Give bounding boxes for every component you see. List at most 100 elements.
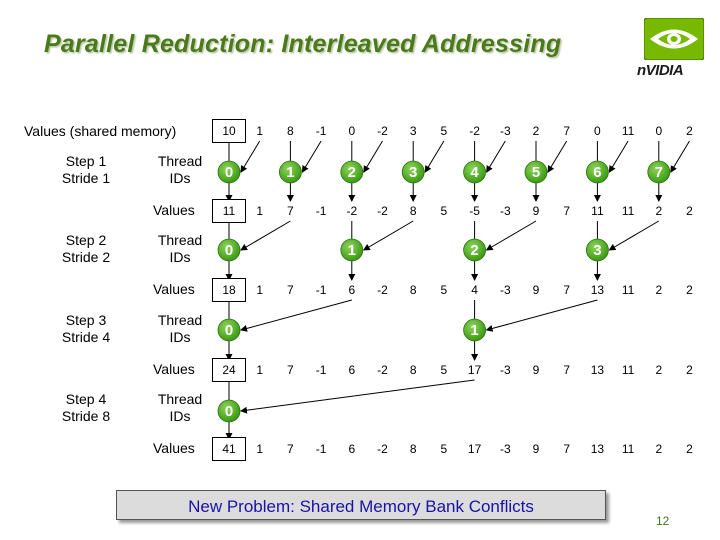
value-box (212, 119, 246, 143)
reduction-arrow (362, 220, 414, 251)
thread-id: 3 (409, 164, 417, 181)
nvidia-logo: nVIDIA (636, 14, 716, 80)
value-cell: 8 (409, 363, 417, 377)
value-cell: 13 (590, 442, 605, 456)
value-cell: 11 (222, 204, 236, 218)
reduction-arrow (670, 140, 690, 173)
thread-circle (340, 160, 364, 184)
thread-circle (278, 160, 302, 184)
value-cell: 11 (621, 442, 635, 456)
value-cell: 9 (532, 283, 540, 297)
value-cell: 1 (256, 442, 264, 456)
thread-ids-label: Thread IDs (157, 391, 203, 424)
value-cell: 7 (287, 204, 294, 218)
value-cell: 11 (621, 363, 635, 377)
reduction-arrow (240, 379, 475, 414)
value-cell: 11 (591, 204, 604, 218)
value-cell: -1 (315, 124, 327, 138)
value-cell: 2 (655, 363, 663, 377)
value-cell: 9 (532, 204, 540, 218)
value-cell: -1 (315, 442, 327, 456)
thread-circle (463, 160, 487, 184)
values-label: Values (153, 361, 195, 377)
thread-ids-label: Thread IDs (157, 153, 203, 186)
value-cell: -2 (377, 124, 388, 138)
value-box (212, 199, 246, 223)
thread-circle (463, 318, 487, 342)
reduction-arrow (240, 220, 291, 251)
value-cell: -3 (499, 204, 511, 218)
thread-circle (647, 160, 671, 184)
value-cell: 8 (409, 204, 417, 218)
value-cell: 5 (440, 124, 448, 138)
value-cell: 7 (563, 442, 571, 456)
step-label: Step 3 Stride 4 (61, 312, 111, 345)
reduction-arrow (547, 140, 568, 173)
thread-ids-label: Thread IDs (157, 232, 203, 265)
value-box (212, 358, 246, 382)
value-cell: 7 (287, 442, 294, 456)
value-cell: 5 (440, 283, 448, 297)
thread-id: 1 (286, 164, 294, 181)
thread-id: 0 (225, 242, 233, 259)
values-label: Values (153, 202, 195, 218)
step-label: Step 4 Stride 8 (61, 391, 111, 424)
value-cell: -2 (377, 442, 388, 456)
thread-id: 1 (470, 322, 478, 339)
value-cell: 17 (467, 363, 482, 377)
value-cell: 11 (621, 124, 635, 138)
thread-id: 0 (225, 403, 233, 420)
value-cell: -2 (469, 124, 480, 138)
value-cell: 0 (594, 124, 601, 138)
problem-banner: New Problem: Shared Memory Bank Conflict… (116, 490, 606, 520)
initial-values-label: Values (shared memory) (24, 123, 177, 139)
value-cell: 2 (532, 124, 540, 138)
value-cell: 2 (686, 283, 693, 297)
value-cell: 8 (409, 283, 417, 297)
value-cell: 11 (621, 204, 635, 218)
values-label: Values (153, 281, 195, 297)
value-cell: 9 (532, 442, 540, 456)
thread-id: 3 (593, 242, 601, 259)
thread-ids-label: Thread IDs (157, 312, 203, 345)
value-cell: -5 (469, 204, 480, 218)
value-cell: 41 (222, 442, 236, 456)
thread-circle (586, 160, 609, 184)
value-cell: 5 (440, 442, 448, 456)
thread-circle (524, 160, 548, 184)
reduction-arrow (485, 220, 537, 251)
value-cell: 1 (256, 283, 264, 297)
thread-circle (463, 238, 487, 262)
value-cell: 7 (563, 204, 571, 218)
value-cell: 7 (563, 363, 571, 377)
thread-id: 5 (532, 164, 540, 181)
value-cell: 2 (655, 442, 663, 456)
thread-id: 2 (348, 164, 356, 181)
value-cell: 13 (590, 283, 605, 297)
value-cell: 2 (686, 204, 693, 218)
reduction-arrow (486, 140, 506, 173)
value-cell: 18 (222, 283, 236, 297)
value-cell: 17 (467, 442, 482, 456)
reduction-arrow (485, 299, 598, 332)
thread-circle (217, 318, 241, 342)
value-cell: -3 (499, 124, 511, 138)
value-cell: 8 (409, 442, 417, 456)
value-cell: 2 (655, 283, 663, 297)
value-cell: 7 (563, 283, 571, 297)
value-cell: 7 (287, 363, 294, 377)
reduction-arrow (301, 140, 322, 173)
value-cell: 5 (440, 363, 448, 377)
value-cell: -1 (315, 363, 327, 377)
value-cell: 8 (287, 124, 294, 138)
value-cell: 7 (287, 283, 294, 297)
value-cell: -2 (377, 204, 388, 218)
value-cell: 11 (621, 283, 635, 297)
value-cell: 6 (348, 442, 356, 456)
value-cell: 0 (348, 124, 356, 138)
values-label: Values (153, 440, 195, 456)
thread-circle (340, 238, 364, 262)
value-cell: 2 (655, 204, 663, 218)
nvidia-wordmark: nVIDIA (637, 62, 684, 79)
